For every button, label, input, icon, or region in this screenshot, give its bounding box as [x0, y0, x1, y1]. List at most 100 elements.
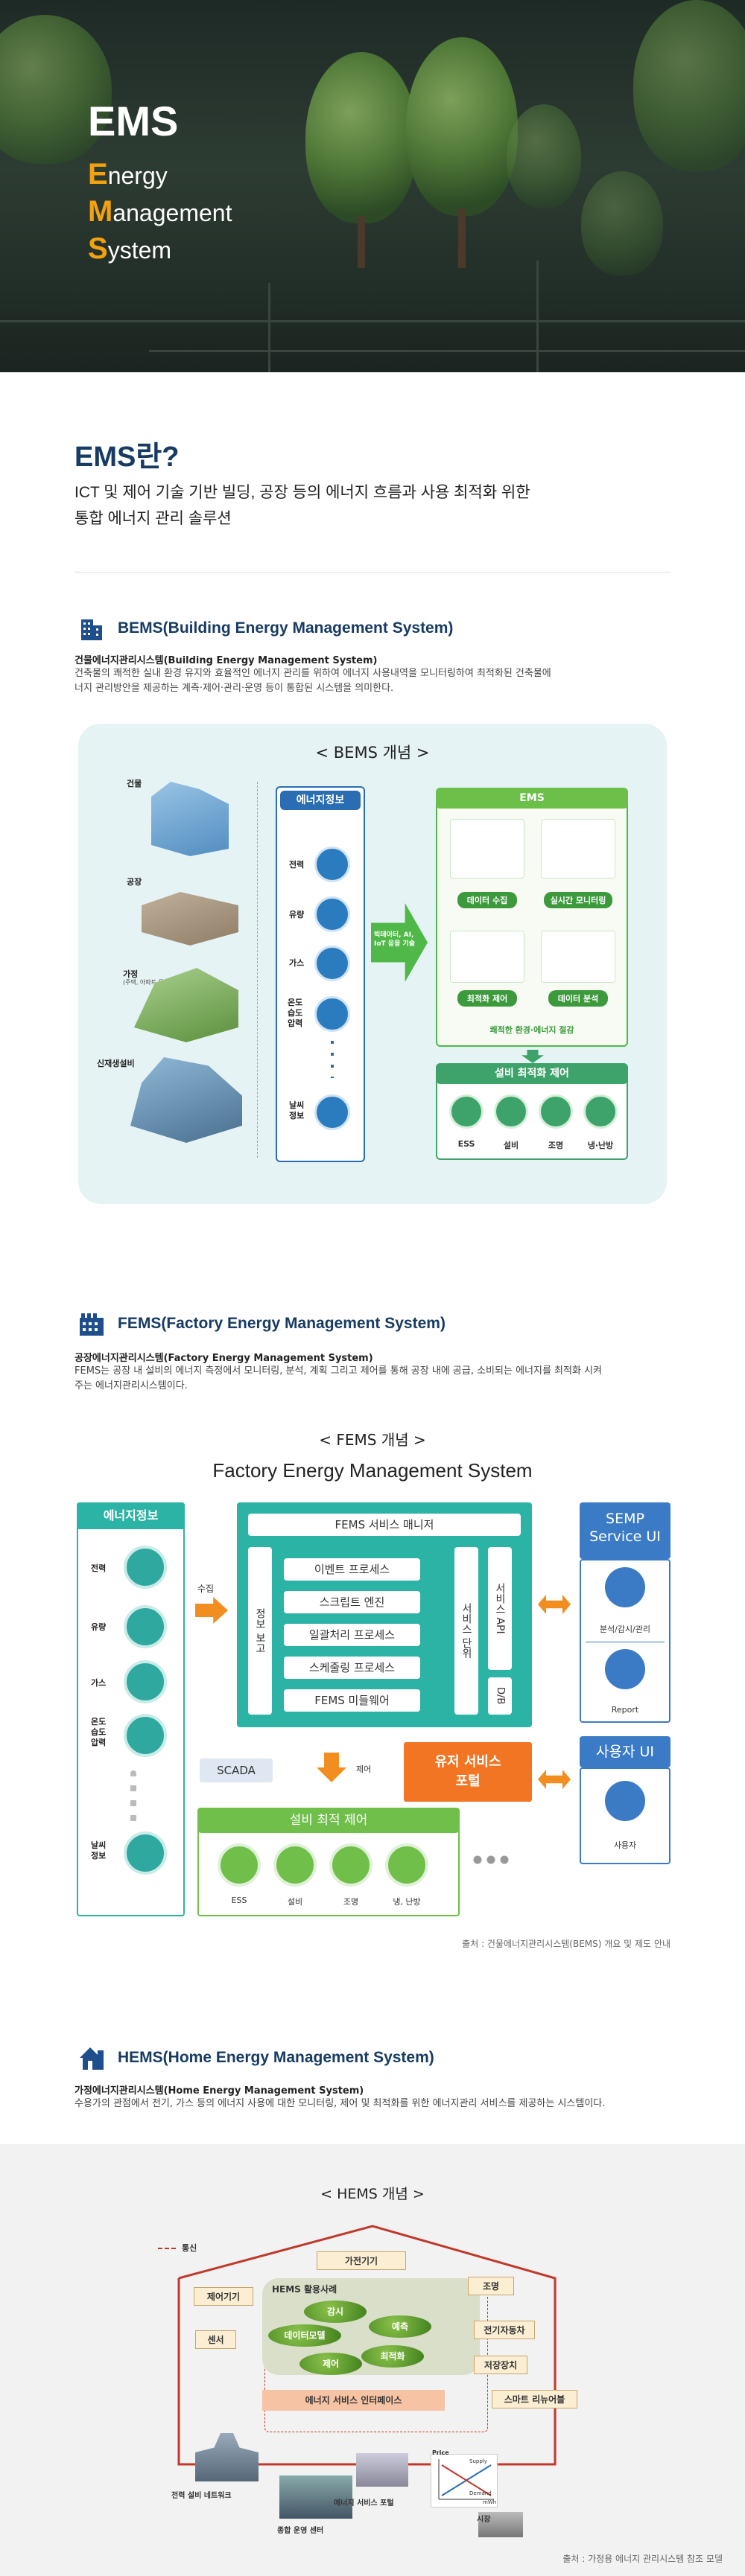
tree-image [305, 52, 417, 223]
fems-opt-facility: 설비 [287, 1897, 303, 1907]
bems-title: BEMS(Building Energy Management System) [118, 619, 454, 637]
hero-title: EMS [88, 98, 179, 144]
tree-image [633, 0, 745, 171]
fems-opt-light: 조명 [343, 1897, 359, 1907]
usecase-optimize[interactable]: 최적화 [361, 2345, 424, 2368]
mwh-label: mWh [483, 2499, 497, 2505]
bems-kor: 건물에너지관리시스템(Building Energy Management Sy… [74, 655, 378, 666]
exchange-arrow [538, 1595, 571, 1614]
bulb-icon [329, 1843, 372, 1887]
hems-desc: 수용가의 관점에서 전기, 가스 등의 에너지 사용에 대한 모니터링, 제어 … [74, 2098, 606, 2109]
circuit-line [149, 350, 745, 352]
monitor-icon [605, 1567, 645, 1607]
intro-title: EMS란? [74, 441, 180, 473]
supply-label: Supply [469, 2458, 487, 2464]
control-arrow [317, 1753, 346, 1782]
hero-word-energy: nergy [107, 162, 168, 189]
info-weather: 날씨 정보 [289, 1100, 305, 1120]
usecase-control[interactable]: 제어 [299, 2353, 362, 2375]
light-icon [539, 1094, 573, 1129]
process-middleware: FEMS 미들웨어 [284, 1689, 420, 1712]
process-batch: 일괄처리 프로세스 [284, 1624, 420, 1646]
hero-letter-e: E [88, 158, 108, 191]
opt-ess: ESS [457, 1139, 475, 1149]
comm-legend-line [158, 2248, 176, 2249]
label-factory: 공장 [127, 877, 142, 887]
report-label: 정보 보고 [254, 1608, 266, 1654]
fems-kor: 공장에너지관리시스템(Factory Energy Management Sys… [74, 1353, 373, 1364]
process-schedule: 스케줄링 프로세스 [284, 1657, 420, 1679]
separator [257, 782, 258, 1158]
gas-icon [314, 946, 350, 981]
meter-icon [124, 1546, 167, 1589]
factory-icon [78, 1312, 105, 1337]
hems-title: HEMS(Home Energy Management System) [118, 2049, 434, 2066]
arrow-text: 빅데이터, AI, IoT 응용 기술 [374, 931, 416, 948]
data-collect-card [450, 819, 524, 879]
fems-info-weather: 날씨 정보 [91, 1840, 107, 1861]
semp-item-analysis: 분석/감시/관리 [599, 1625, 651, 1634]
label-home: 가정 [123, 969, 139, 979]
user-portal: 유저 서비스 포털 [404, 1742, 532, 1802]
fems-opt-ess: ESS [231, 1896, 247, 1905]
market-chart [431, 2454, 498, 2508]
hero-letter-s: S [88, 232, 108, 265]
ev-box: 전기자동차 [474, 2321, 535, 2339]
appliance-box: 가전기기 [317, 2251, 406, 2270]
controller-box: 제어기기 [194, 2287, 253, 2306]
market-illustration [478, 2512, 523, 2537]
ems-item-control: 최적화 제어 [457, 990, 517, 1007]
bottom-portal: 에너지 서비스 포털 [334, 2499, 394, 2508]
ems-item-analysis: 데이터 분석 [548, 990, 608, 1007]
tree-trunk [458, 208, 466, 268]
snowflake-icon [385, 1843, 428, 1887]
label-renewable: 신재생설비 [97, 1059, 135, 1068]
thermometer-icon [314, 996, 350, 1032]
usecase-predict[interactable]: 예측 [369, 2315, 431, 2338]
pipe-icon [124, 1605, 167, 1648]
scada-box: SCADA [200, 1759, 273, 1782]
dots [130, 1770, 136, 1823]
db-label: D/B [495, 1687, 506, 1705]
monitoring-card [541, 819, 615, 879]
bems-desc-1: 건축물의 쾌적한 실내 환경 유지와 효율적인 에너지 관리를 위하여 에너지 … [74, 668, 551, 679]
fems-info-temp: 온도 습도 압력 [91, 1717, 107, 1747]
exchange-arrow [538, 1770, 571, 1789]
report-column [248, 1547, 272, 1715]
bottom-market: 시장 [477, 2516, 491, 2524]
tree-image [0, 15, 112, 164]
fems-title: FEMS(Factory Energy Management System) [118, 1315, 446, 1332]
semp-title: SEMP Service UI [580, 1502, 670, 1559]
cloud-icon [314, 1094, 350, 1130]
price-label: Price [432, 2449, 449, 2456]
sensor-box: 센서 [195, 2330, 236, 2349]
opt-facility: 설비 [503, 1141, 519, 1150]
fems-source: 출처 : 건물에너지관리시스템(BEMS) 개요 및 제도 안내 [462, 1939, 670, 1949]
usecase-monitor[interactable]: 감시 [304, 2301, 367, 2323]
analysis-card [541, 931, 615, 983]
light-box: 조명 [468, 2277, 514, 2295]
collect-arrow [195, 1597, 228, 1624]
bottom-grid: 전력 설비 네트워크 [171, 2492, 232, 2500]
db-box [488, 1677, 512, 1715]
dots [331, 1041, 334, 1078]
bottom-operation: 종합 운영 센터 [277, 2527, 324, 2535]
hero-word-system: ystem [107, 237, 172, 264]
service-interface: 에너지 서비스 인터페이스 [262, 2390, 445, 2411]
service-api-label: 서비스 API [494, 1583, 506, 1634]
building-icon [78, 615, 105, 642]
hems-source: 출처 : 가정용 에너지 관리시스템 참조 모델 [562, 2554, 723, 2564]
bems-diagram-title: < BEMS 개념 > [315, 744, 430, 762]
home-icon [78, 2046, 105, 2071]
usecase-datamodel[interactable]: 데이터모델 [268, 2324, 341, 2347]
info-flow: 유량 [289, 910, 305, 919]
process-event: 이벤트 프로세스 [284, 1558, 420, 1581]
tree-image [581, 171, 663, 275]
service-unit-column [454, 1547, 478, 1715]
label-building: 건물 [127, 779, 142, 788]
more-dots [471, 1855, 510, 1864]
label-home-sub: (주택, 아파트 등) [123, 979, 167, 986]
hero-banner: EMS Energy Management System [0, 0, 745, 372]
info-temp: 온도 습도 압력 [288, 998, 303, 1028]
tree-image [507, 104, 581, 208]
